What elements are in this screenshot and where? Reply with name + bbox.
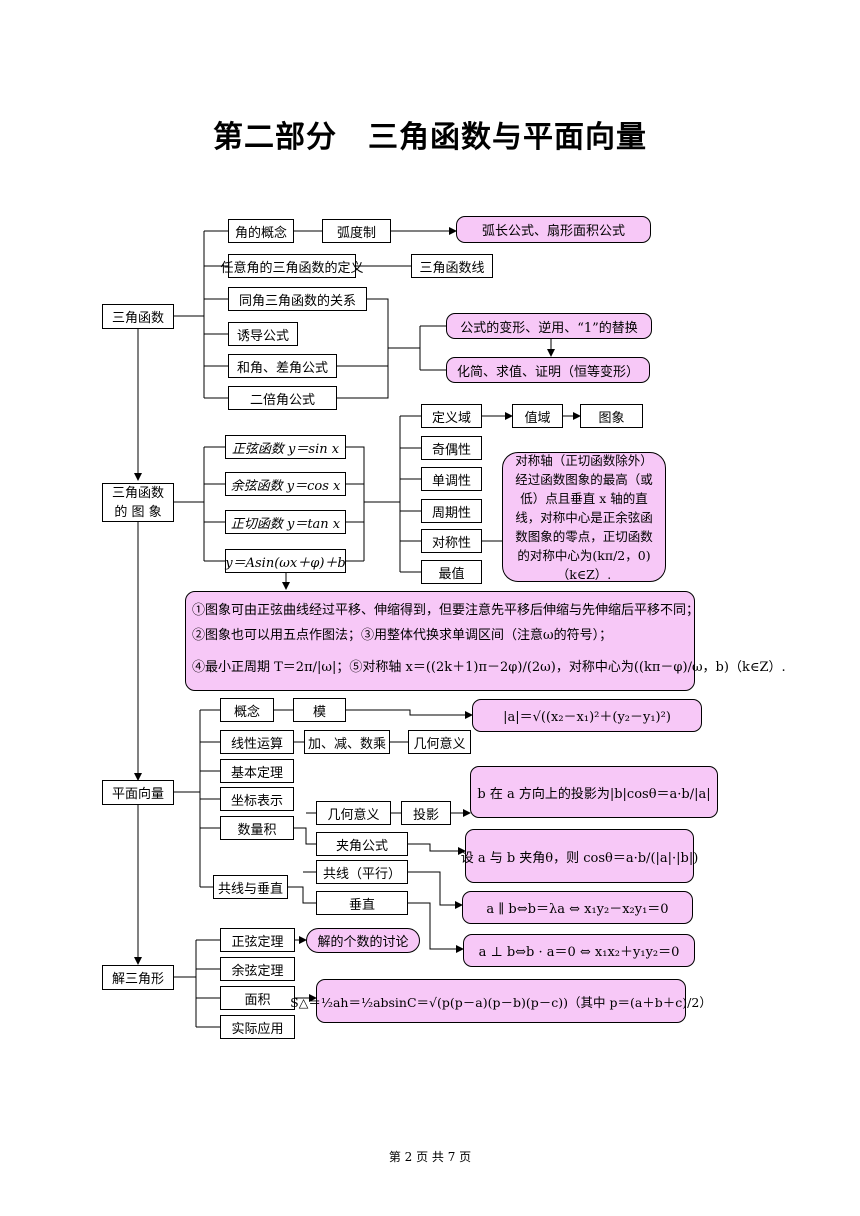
node-range: 值域 — [512, 404, 563, 428]
page-footer: 第 2 页 共 7 页 — [388, 1150, 472, 1164]
node-formula-transform: 公式的变形、逆用、“1”的替换 — [446, 313, 652, 339]
node-projection: 投影 — [401, 801, 451, 825]
node-geometric-meaning: 几何意义 — [408, 730, 471, 754]
node-coordinate-repr: 坐标表示 — [220, 787, 294, 811]
node-vector-concept: 概念 — [220, 698, 274, 722]
node-modulus-formula: |a|＝√((x₂－x₁)²＋(y₂－y₁)²) — [472, 699, 702, 732]
node-arc-formula: 弧长公式、扇形面积公式 — [456, 216, 651, 243]
node-parallel-formula: a ∥ b⇔b＝λa ⇔ x₁y₂－x₂y₁＝0 — [462, 891, 693, 924]
node-image: 图象 — [580, 404, 643, 428]
node-modulus: 模 — [293, 698, 346, 722]
node-extremum: 最值 — [421, 560, 482, 584]
node-linear-ops: 线性运算 — [220, 730, 294, 754]
note-line-1: ①图象可由正弦曲线经过平移、伸缩得到，但要注意先平移后伸缩与先伸缩后平移不同； — [192, 603, 700, 618]
node-radian: 弧度制 — [322, 219, 391, 243]
node-dot-geo-meaning: 几何意义 — [316, 801, 391, 825]
node-sin: 正弦函数 y＝sin x — [225, 435, 346, 459]
node-dot-product: 数量积 — [220, 816, 294, 840]
node-collinear-perpendicular: 共线与垂直 — [213, 875, 288, 899]
section-solve-triangle: 解三角形 — [102, 965, 174, 990]
graph-notes: ①图象可由正弦曲线经过平移、伸缩得到，但要注意先平移后伸缩与先伸缩后平移不同； … — [185, 591, 786, 691]
node-symmetry-note: 对称轴（正切函数除外）经过函数图象的最高（或低）点且垂直 x 轴的直线，对称中心… — [502, 452, 666, 582]
node-add-sub-scale: 加、减、数乘 — [304, 730, 390, 754]
node-arbitrary-definition: 任意角的三角函数的定义 — [221, 254, 364, 278]
node-parallel: 共线（平行） — [316, 860, 408, 884]
node-solution-count: 解的个数的讨论 — [306, 928, 420, 953]
node-angle-formula-detail: 设 a 与 b 夹角θ，则 cosθ＝a·b/(|a|·|b|) — [461, 829, 698, 883]
node-trig-lines: 三角函数线 — [411, 254, 493, 278]
page-title: 第二部分 三角函数与平面向量 — [213, 120, 647, 155]
node-tan: 正切函数 y＝tan x — [225, 510, 346, 534]
node-induction-formula: 诱导公式 — [228, 322, 298, 346]
section-trig: 三角函数 — [102, 304, 174, 329]
node-sine-law: 正弦定理 — [220, 928, 295, 952]
node-projection-formula: b 在 a 方向上的投影为|b|cosθ＝a·b/|a| — [470, 766, 718, 818]
node-period: 周期性 — [421, 499, 482, 523]
node-cosine-law: 余弦定理 — [220, 957, 295, 981]
node-basic-theorem: 基本定理 — [220, 759, 294, 783]
node-monotonic: 单调性 — [421, 467, 482, 491]
note-line-2: ②图象也可以用五点作图法；③用整体代换求单调区间（注意ω的符号）； — [192, 628, 613, 643]
node-cos: 余弦函数 y＝cos x — [225, 472, 346, 496]
node-domain: 定义域 — [421, 404, 482, 428]
node-simplify: 化简、求值、证明（恒等变形） — [446, 357, 650, 383]
node-symmetry: 对称性 — [421, 529, 482, 553]
node-perpendicular: 垂直 — [316, 891, 408, 915]
node-parity: 奇偶性 — [421, 436, 482, 460]
node-general-sinusoid: y＝Asin(ωx＋φ)＋b — [225, 549, 346, 573]
node-angle-formula: 夹角公式 — [316, 832, 408, 856]
section-graph: 三角函数 的 图 象 — [102, 483, 174, 522]
node-sum-diff-formula: 和角、差角公式 — [228, 354, 337, 378]
node-same-angle-relation: 同角三角函数的关系 — [228, 287, 367, 311]
node-area-formula: S△＝½ah＝½absinC＝√(p(p－a)(p－b)(p－c))（其中 p＝… — [290, 979, 712, 1023]
node-angle-concept: 角的概念 — [228, 219, 294, 243]
note-line-3: ④最小正周期 T＝2π/|ω|；⑤对称轴 x＝((2k＋1)π－2φ)/(2ω)… — [192, 660, 786, 675]
node-perpendicular-formula: a ⊥ b⇔b · a＝0 ⇔ x₁x₂＋y₁y₂＝0 — [463, 934, 695, 967]
section-vector: 平面向量 — [102, 780, 174, 805]
node-application: 实际应用 — [220, 1015, 295, 1039]
node-area: 面积 — [220, 986, 295, 1010]
node-double-angle: 二倍角公式 — [228, 386, 337, 410]
